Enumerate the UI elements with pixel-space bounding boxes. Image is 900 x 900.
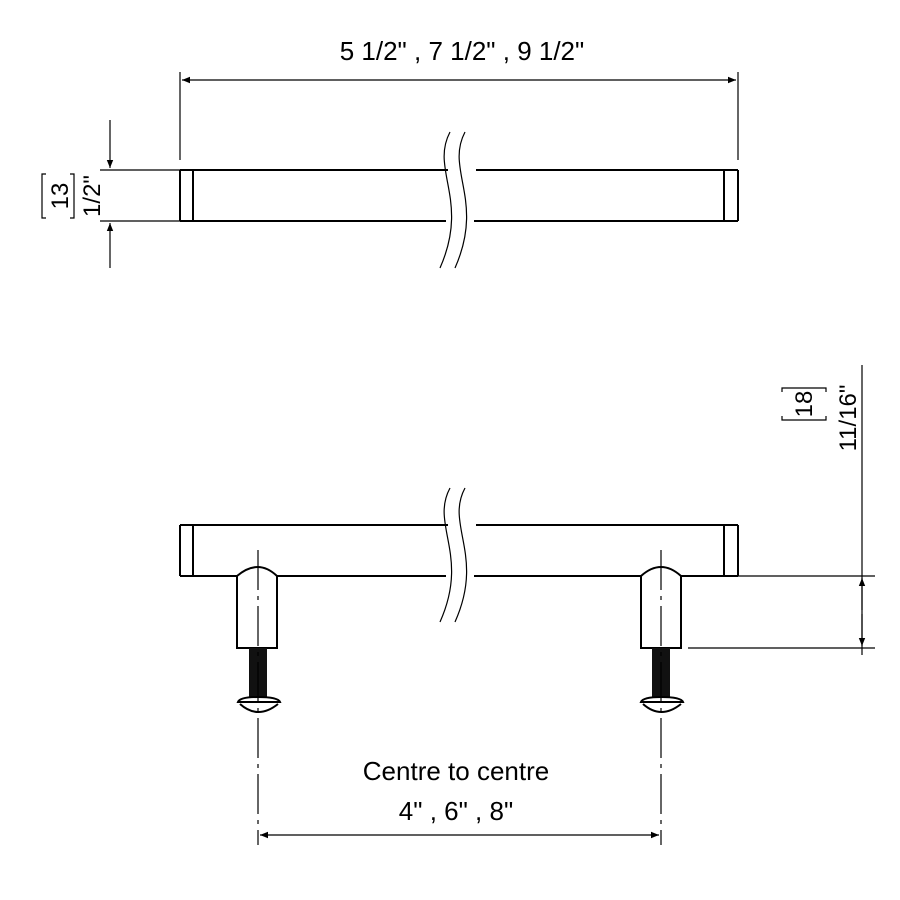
centre-label: Centre to centre	[363, 756, 549, 786]
side-view: 18 11/16" Centre to centre 4" , 6" , 8"	[179, 365, 875, 845]
length-label: 5 1/2" , 7 1/2" , 9 1/2"	[340, 36, 585, 66]
post-right	[639, 550, 685, 845]
bar-side	[179, 487, 739, 623]
centre-values: 4" , 6" , 8"	[399, 796, 513, 826]
diameter-imperial: 1/2"	[79, 175, 106, 217]
top-view: 5 1/2" , 7 1/2" , 9 1/2" 13 1/2"	[41, 36, 739, 269]
height-imperial: 11/16"	[835, 385, 862, 452]
diameter-metric: 13	[47, 183, 74, 210]
break-line-icon	[439, 131, 453, 269]
post-left	[236, 550, 282, 845]
height-metric: 18	[791, 391, 818, 418]
bracket	[41, 173, 75, 219]
bar-top	[179, 131, 739, 269]
